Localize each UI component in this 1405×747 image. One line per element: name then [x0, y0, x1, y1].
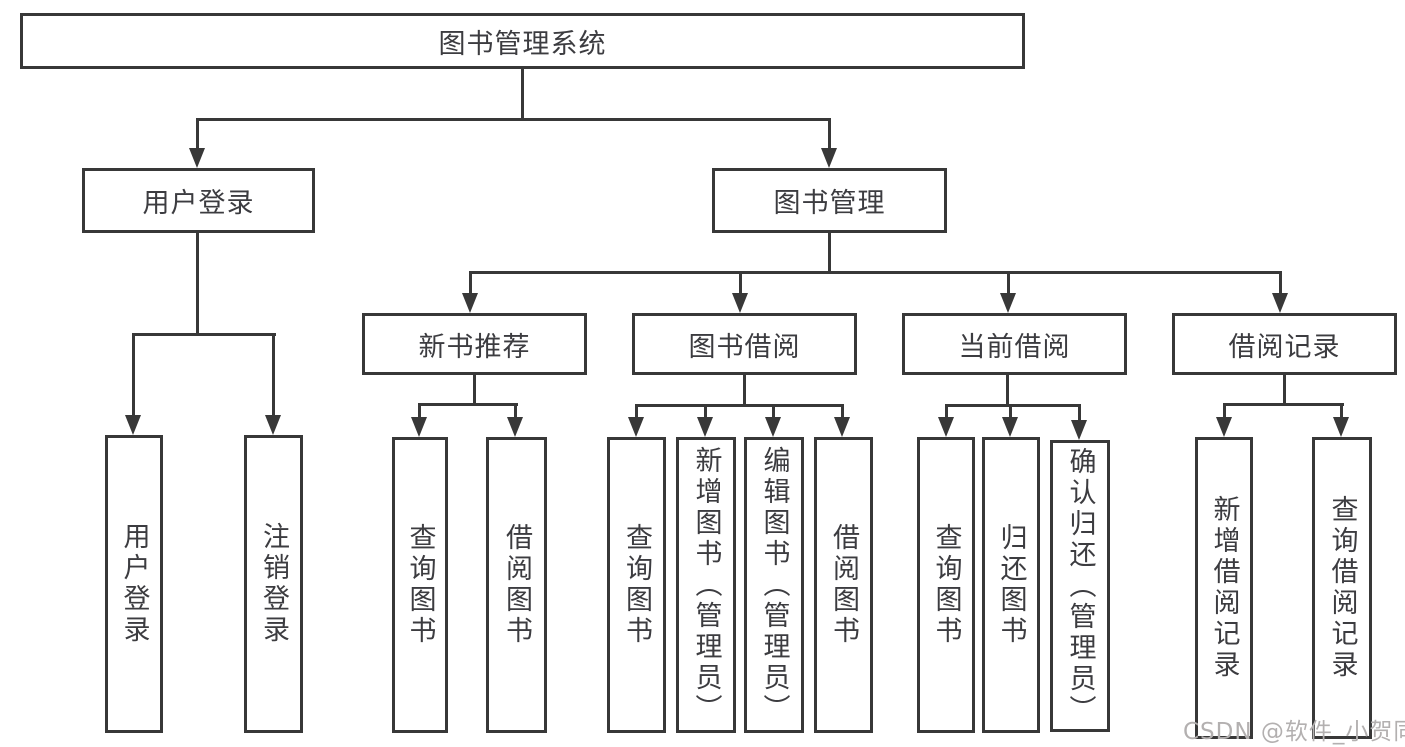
connector-line: [473, 374, 476, 405]
leaf-logout: 注销登录: [244, 435, 303, 733]
connector-line: [514, 403, 517, 418]
node-borrow-records: 借阅记录: [1172, 313, 1397, 375]
connector-line: [521, 68, 524, 121]
connector-line: [1007, 271, 1010, 295]
connector-line: [841, 404, 844, 418]
node-book-mgmt: 图书管理: [712, 168, 947, 233]
arrow-down-icon: [125, 415, 141, 435]
arrow-down-icon: [628, 417, 644, 437]
arrow-down-icon: [834, 417, 850, 437]
leaf-borrow-edit-admin: 编辑图书（管理员）: [744, 437, 804, 733]
leaf-current-confirm-admin-label: 确认归还（管理员）: [1064, 446, 1096, 726]
leaf-user-login: 用户登录: [105, 435, 163, 733]
arrow-down-icon: [507, 417, 523, 437]
arrow-down-icon: [1000, 293, 1016, 313]
connector-line: [469, 271, 1282, 274]
leaf-borrow-borrow-label: 借阅图书: [828, 523, 859, 647]
node-borrow-records-label: 借阅记录: [1228, 331, 1341, 363]
connector-line: [1340, 403, 1343, 418]
leaf-borrow-query-label: 查询图书: [621, 523, 652, 647]
leaf-borrow-query: 查询图书: [607, 437, 666, 733]
arrow-down-icon: [1333, 417, 1349, 437]
connector-line: [635, 404, 844, 407]
connector-line: [418, 403, 518, 406]
node-user-login-label: 用户登录: [142, 188, 255, 219]
connector-line: [704, 404, 707, 418]
leaf-borrow-add-admin: 新增图书（管理员）: [676, 437, 736, 733]
connector-line: [196, 118, 199, 150]
arrow-down-icon: [1002, 417, 1018, 437]
connector-line: [196, 118, 831, 121]
leaf-records-query: 查询借阅记录: [1312, 437, 1372, 739]
arrow-down-icon: [732, 293, 748, 313]
arrow-down-icon: [462, 293, 478, 313]
leaf-current-confirm-admin: 确认归还（管理员）: [1050, 440, 1110, 732]
leaf-records-add-label: 新增借阅记录: [1208, 495, 1240, 681]
arrow-down-icon: [189, 148, 205, 168]
connector-line: [132, 333, 135, 417]
leaf-current-query: 查询图书: [917, 437, 975, 733]
watermark: CSDN @软件_小贺同学: [1183, 719, 1405, 745]
arrow-down-icon: [1272, 293, 1288, 313]
connector-line: [1223, 403, 1344, 406]
leaf-newbook-query: 查询图书: [392, 437, 448, 733]
leaf-records-query-label: 查询借阅记录: [1326, 495, 1358, 681]
connector-line: [828, 231, 831, 273]
node-root: 图书管理系统: [20, 13, 1025, 69]
connector-line: [469, 271, 472, 295]
arrow-down-icon: [1216, 417, 1232, 437]
leaf-borrow-borrow: 借阅图书: [814, 437, 873, 733]
leaf-current-return-label: 归还图书: [995, 523, 1027, 647]
connector-line: [1279, 271, 1282, 295]
connector-line: [635, 404, 638, 418]
arrow-down-icon: [265, 415, 281, 435]
leaf-borrow-add-admin-label: 新增图书（管理员）: [690, 445, 722, 725]
connector-line: [1283, 374, 1286, 405]
connector-line: [272, 333, 275, 417]
connector-line: [1006, 374, 1009, 407]
leaf-newbook-borrow: 借阅图书: [486, 437, 547, 733]
connector-line: [1078, 404, 1081, 421]
arrow-down-icon: [411, 417, 427, 437]
arrow-down-icon: [1071, 420, 1087, 440]
leaf-records-add: 新增借阅记录: [1195, 437, 1253, 739]
node-current-borrow-label: 当前借阅: [958, 331, 1071, 363]
node-book-mgmt-label: 图书管理: [773, 188, 886, 219]
connector-line: [1223, 403, 1226, 418]
connector-line: [196, 231, 199, 335]
arrow-down-icon: [821, 148, 837, 168]
connector-line: [772, 404, 775, 418]
connector-line: [132, 333, 276, 336]
node-root-label: 图书管理系统: [438, 28, 607, 60]
arrow-down-icon: [697, 417, 713, 437]
node-new-book-label: 新书推荐: [418, 331, 531, 363]
leaf-newbook-query-label: 查询图书: [404, 523, 436, 647]
leaf-logout-label: 注销登录: [258, 522, 289, 646]
connector-line: [828, 118, 831, 150]
arrow-down-icon: [938, 417, 954, 437]
connector-line: [418, 403, 421, 418]
connector-line: [743, 374, 746, 407]
leaf-current-return: 归还图书: [982, 437, 1040, 733]
node-current-borrow: 当前借阅: [902, 313, 1127, 375]
leaf-borrow-edit-admin-label: 编辑图书（管理员）: [758, 445, 790, 725]
connector-line: [945, 404, 1081, 407]
connector-line: [945, 404, 948, 418]
node-user-login: 用户登录: [82, 168, 315, 233]
node-book-borrow-label: 图书借阅: [688, 331, 801, 363]
leaf-current-query-label: 查询图书: [930, 523, 962, 647]
connector-line: [739, 271, 742, 295]
node-book-borrow: 图书借阅: [632, 313, 857, 375]
node-new-book: 新书推荐: [362, 313, 587, 375]
arrow-down-icon: [765, 417, 781, 437]
connector-line: [1009, 404, 1012, 418]
leaf-newbook-borrow-label: 借阅图书: [501, 523, 532, 647]
leaf-user-login-label: 用户登录: [118, 522, 150, 646]
